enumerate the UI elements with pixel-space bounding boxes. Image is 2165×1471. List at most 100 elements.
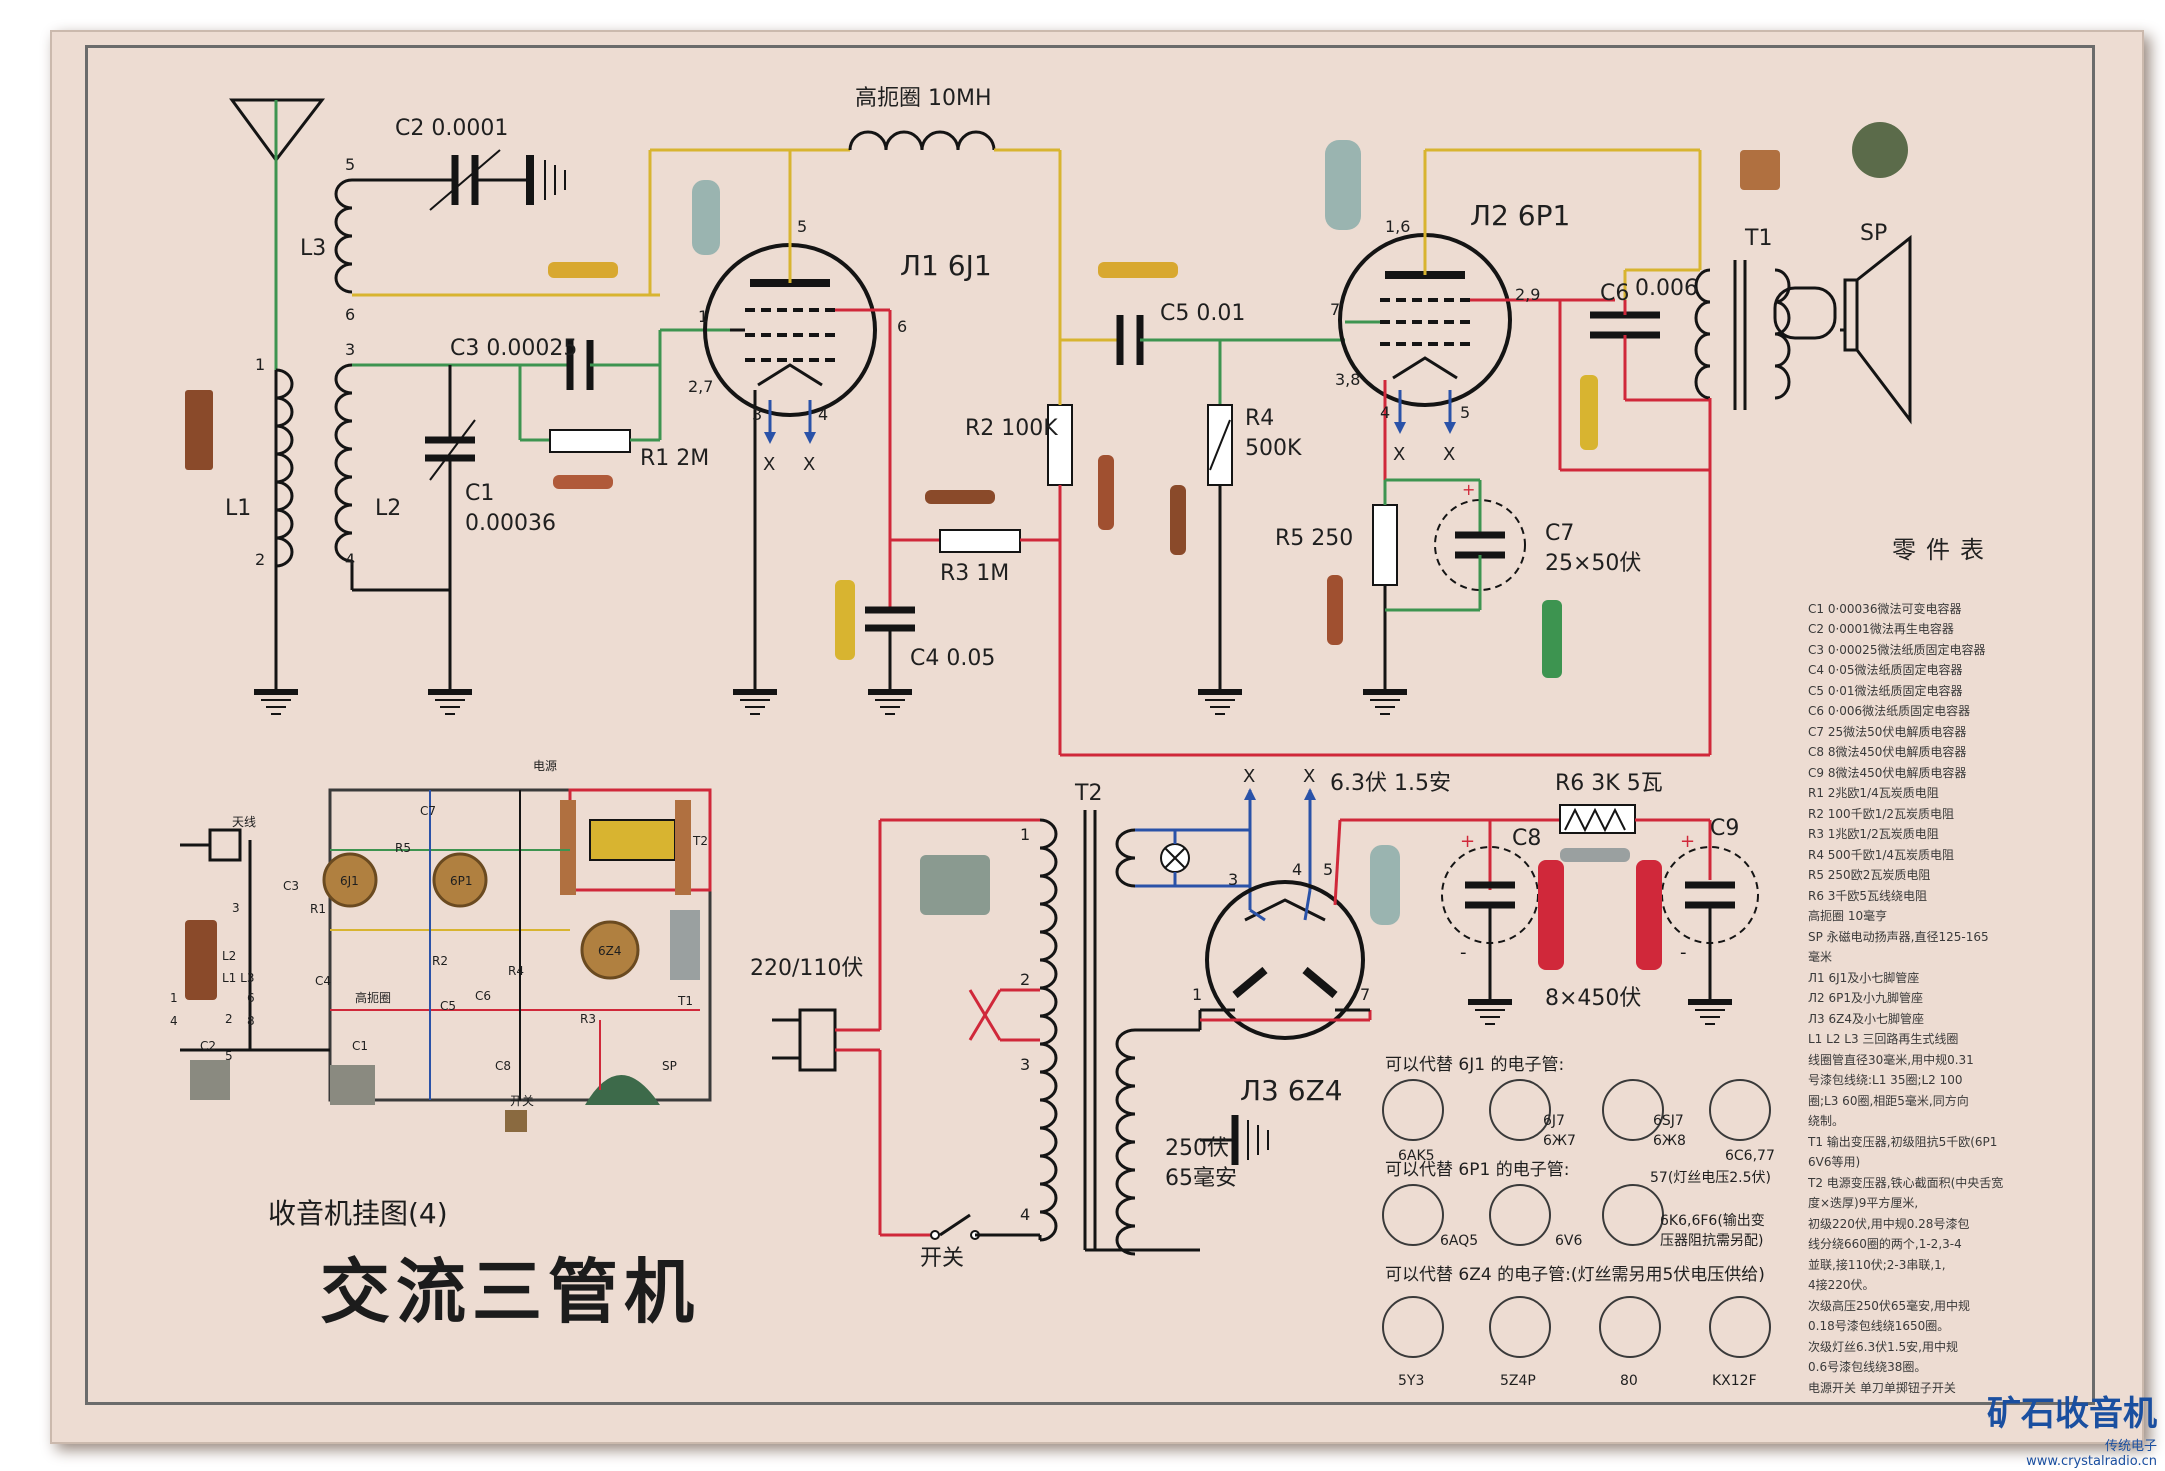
wiring-antenna: 天线 — [232, 815, 256, 829]
label-r1: R1 2M — [640, 446, 709, 471]
wiring-tube2: 6P1 — [450, 874, 473, 888]
subst-6j1-0: 6AK5 — [1398, 1148, 1435, 1164]
subst-6p1-3: 压器阻抗需另配) — [1660, 1233, 1763, 1249]
parts-list-row: R3 1兆欧1/2瓦炭质电阻 — [1808, 827, 1939, 841]
wiring-t1: T1 — [677, 994, 693, 1008]
choke-coil — [648, 130, 1120, 342]
pin-v3-7: 7 — [1360, 985, 1370, 1004]
pin-v2-4: 4 — [1380, 403, 1390, 422]
parts-list-row: C5 0·01微法纸质固定电容器 — [1808, 683, 1963, 698]
substitute-tube-icons — [1382, 1079, 1771, 1358]
wiring-t2: T2 — [692, 834, 708, 848]
watermark-tag: 传统电子 — [2104, 1439, 2157, 1454]
parts-list-row: 0.6号漆包线绕38圈。 — [1808, 1360, 1927, 1374]
coil-l2 — [334, 363, 472, 714]
subst-6j1-3: 6SJ7 — [1653, 1113, 1684, 1129]
resistor-r4 — [1198, 340, 1242, 714]
label-heater: 6.3伏 1.5安 — [1330, 771, 1451, 796]
parts-list-row: 线圈管直径30毫米,用中规0.31 — [1808, 1052, 1974, 1067]
parts-list-row: 4接220伏。 — [1808, 1278, 1875, 1292]
label-hv: 250伏 — [1165, 1136, 1229, 1161]
pin-v2-7: 7 — [1330, 300, 1340, 319]
capacitor-c7: + — [1434, 480, 1526, 610]
wiring-l1l3: L1 L3 — [222, 971, 254, 985]
wiring-c5: C5 — [440, 999, 456, 1013]
parts-list-row: 0.18号漆包线绕1650圈。 — [1808, 1319, 1950, 1333]
label-c4: C4 0.05 — [910, 646, 995, 671]
subst-6p1-note: 57(灯丝电压2.5伏) — [1650, 1170, 1771, 1186]
speaker-symbol — [1773, 234, 1912, 425]
pin-v3-1: 1 — [1192, 985, 1202, 1004]
wiring-tube3: 6Z4 — [598, 944, 622, 958]
svg-text:+: + — [1680, 831, 1695, 852]
subst-6p1-0: 6AQ5 — [1440, 1233, 1478, 1249]
label-r5: R5 250 — [1275, 526, 1353, 551]
label-x1: X — [763, 454, 775, 475]
parts-list-row: 圈;L3 60圈,相距5毫米,同方向 — [1808, 1093, 1969, 1108]
svg-text:-: - — [1460, 942, 1467, 963]
pin-t2-2: 2 — [1020, 970, 1030, 989]
pin-v1-4: 4 — [818, 405, 828, 424]
parts-list-row: C3 0·00025微法纸质固定电容器 — [1808, 642, 1986, 657]
label-r4-val: 500K — [1245, 436, 1302, 461]
label-c1-val: 0.00036 — [465, 511, 556, 536]
wiring-r2: R2 — [432, 954, 448, 968]
svg-text:+: + — [1460, 831, 1475, 852]
pin-v1-6: 6 — [897, 317, 907, 336]
label-c7: C7 — [1545, 521, 1574, 546]
subst-6z4-2: 80 — [1620, 1373, 1638, 1389]
wiring-n3: 3 — [232, 901, 240, 915]
parts-list-row: C4 0·05微法纸质固定电容器 — [1808, 663, 1963, 677]
label-c6: C6 — [1600, 281, 1629, 306]
label-mains: 220/110伏 — [750, 956, 863, 981]
parts-list-row: 绕制。 — [1808, 1114, 1845, 1128]
wiring-sp: SP — [662, 1059, 677, 1073]
subst-6j1-heading: 可以代替 6J1 的电子管: — [1385, 1055, 1564, 1075]
svg-text:+: + — [1462, 480, 1475, 499]
label-sp: SP — [1860, 221, 1887, 246]
poster-frame — [85, 45, 2095, 1405]
parts-list-row: 6V6等用) — [1808, 1155, 1861, 1169]
grid-line-c3 — [352, 328, 730, 453]
pin-l3-6: 6 — [345, 305, 355, 324]
label-t1: T1 — [1744, 226, 1772, 251]
wiring-r1: R1 — [310, 902, 326, 916]
wiring-l2: L2 — [222, 949, 236, 963]
label-r2: R2 100K — [965, 416, 1058, 441]
subst-6j1-2: 6Ж7 — [1543, 1133, 1576, 1149]
tube-v1-6j1 — [703, 150, 892, 714]
pin-l2-4: 4 — [345, 550, 355, 569]
parts-list-row: 号漆包线绕:L1 35圈;L2 100 — [1808, 1073, 1963, 1087]
label-switch: 开关 — [920, 1246, 964, 1271]
label-x5: X — [1243, 766, 1255, 787]
parts-list-heading: 零件表 — [1892, 536, 1994, 564]
parts-list-row: Л1 6J1及小七脚管座 — [1808, 970, 1920, 985]
label-l1: L1 — [225, 496, 251, 521]
parts-list-row: 初级220伏,用中规0.28号漆包 — [1808, 1216, 1970, 1231]
wiring-n1: 1 — [170, 991, 178, 1005]
wiring-c7: C7 — [420, 804, 436, 818]
capacitor-c5 — [1116, 315, 1345, 365]
watermark-url: www.crystalradio.cn — [2026, 1454, 2157, 1469]
label-c8: C8 — [1512, 826, 1541, 851]
label-l3: L3 — [300, 236, 326, 261]
wiring-switch: 开关 — [510, 1094, 534, 1108]
subst-6j1-5: 6C6,77 — [1725, 1148, 1775, 1164]
parts-list-row: 度×迭厚)9平方厘米, — [1808, 1196, 1919, 1210]
subst-6z4-3: KX12F — [1712, 1373, 1757, 1389]
label-c5: C5 0.01 — [1160, 301, 1245, 326]
label-c89: 8×450伏 — [1545, 986, 1641, 1011]
pin-l1-2: 2 — [255, 550, 265, 569]
pin-v1-5: 5 — [797, 217, 807, 236]
parts-list-row: 毫米 — [1808, 950, 1833, 964]
wiring-r4: R4 — [508, 964, 524, 978]
label-c2: C2 0.0001 — [395, 116, 508, 141]
resistor-r2 — [1047, 340, 1073, 755]
parts-list-row: C1 0·00036微法可变电容器 — [1808, 601, 1962, 616]
wiring-c6: C6 — [475, 989, 491, 1003]
label-v3: Л3 6Z4 — [1240, 1074, 1343, 1107]
label-l2: L2 — [375, 496, 401, 521]
pin-l3-5: 5 — [345, 155, 355, 174]
